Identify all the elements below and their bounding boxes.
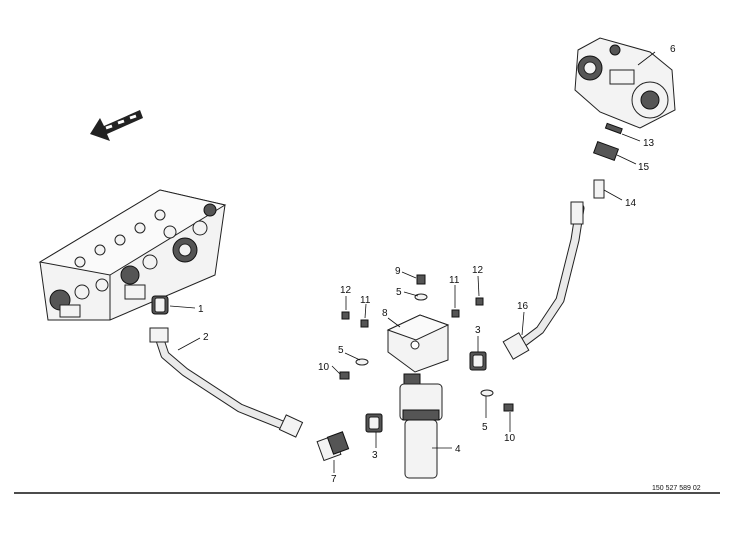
callout-13: 13 [643,138,655,149]
callout-9: 9 [395,266,401,277]
pin-part-13 [604,122,623,135]
valve-block [38,189,227,321]
hose-part-2 [149,327,304,438]
screw-part-10-a [339,371,350,380]
nut-part-12-a [341,311,350,320]
callout-12-a: 12 [340,285,352,296]
bolt-part-14 [593,179,605,199]
callout-2: 2 [203,332,209,343]
elbow-part-7 [316,431,350,462]
callout-12-b: 12 [472,265,484,276]
washer-part-5-b [355,358,369,366]
washer-part-5-a [414,293,428,301]
callout-5-c: 5 [482,422,488,433]
bracket-part-8 [386,314,450,373]
callout-11-a: 11 [360,295,371,306]
callout-3-b: 3 [475,325,481,336]
fitting-part-3-a [365,413,383,433]
callout-3-a: 3 [372,450,378,461]
filter-part-4 [399,373,443,479]
leader-lines [169,51,656,473]
nut-part-11-b [451,309,460,318]
callout-6: 6 [670,44,676,55]
callout-15: 15 [638,162,650,173]
hose-part-16 [502,201,585,360]
callout-1: 1 [198,304,204,315]
callout-4: 4 [455,444,461,455]
callout-16: 16 [517,301,529,312]
callout-7: 7 [331,474,337,485]
callout-11-b: 11 [449,275,460,286]
bolt-part-9 [416,274,426,285]
callout-5-b: 5 [396,287,402,298]
connector-part-15 [592,140,620,162]
document-number: 150 527 589 02 [652,485,701,492]
pump-part-6 [574,37,676,129]
callout-5-a: 5 [338,345,344,356]
washer-part-5-c [480,389,494,397]
callout-8: 8 [382,308,388,319]
direction-arrow-icon [90,110,143,141]
callout-10-b: 10 [504,433,516,444]
callout-10-a: 10 [318,362,330,373]
fitting-part-1 [151,295,169,315]
screw-part-10-b [503,403,514,412]
fitting-part-3-b [469,351,487,371]
nut-part-12-b [475,297,484,306]
nut-part-11-a [360,319,369,328]
callout-14: 14 [625,198,637,209]
